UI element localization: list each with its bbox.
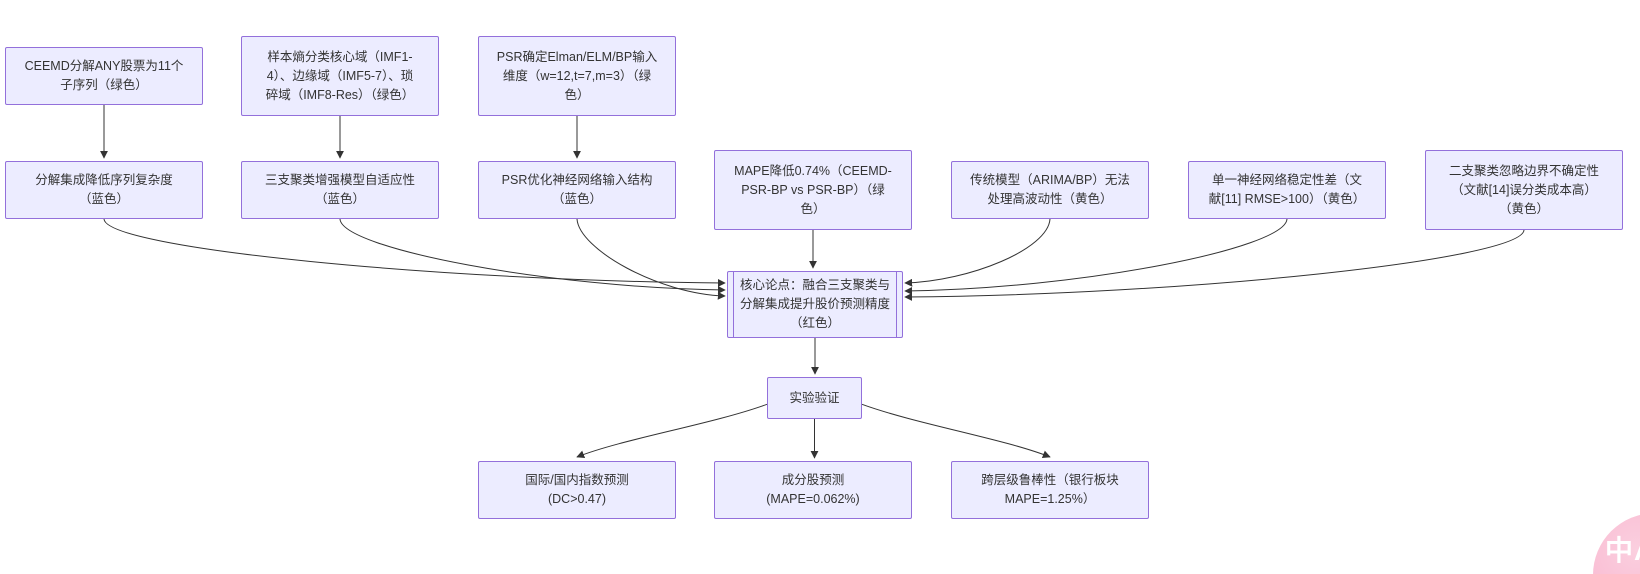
node-label-I: 单一神经网络稳定性差（文 献[11] RMSE>100）（黄色）	[1208, 173, 1366, 206]
node-label-B: 样本熵分类核心域（IMF1- 4）、边缘域（IMF5-7）、琐 碎域（IMF8-…	[265, 49, 415, 102]
edge-E-core	[339, 218, 726, 294]
flowchart-node-exp: 实验验证	[767, 377, 862, 419]
edge-J-core	[904, 229, 1525, 301]
node-label-D: 分解集成降低序列复杂度 （蓝色）	[35, 173, 173, 206]
flowchart-node-L: 成分股预测 (MAPE=0.062%)	[714, 461, 912, 519]
node-label-M: 跨层级鲁棒性（银行板块 MAPE=1.25%）	[981, 473, 1119, 506]
flowchart-node-M: 跨层级鲁棒性（银行板块 MAPE=1.25%）	[951, 461, 1149, 519]
flowchart-node-core: 核心论点：融合三支聚类与 分解集成提升股价预测精度 （红色）	[727, 271, 903, 338]
flowchart-node-H: 传统模型（ARIMA/BP）无法 处理高波动性（黄色）	[951, 161, 1149, 219]
edge-exp-K	[576, 403, 768, 459]
edge-D-core	[103, 218, 726, 287]
edge-exp-M	[861, 403, 1051, 459]
node-label-H: 传统模型（ARIMA/BP）无法 处理高波动性（黄色）	[970, 173, 1130, 206]
node-label-A: CEEMD分解ANY股票为11个 子序列（绿色）	[24, 59, 184, 92]
flowchart-node-D: 分解集成降低序列复杂度 （蓝色）	[5, 161, 203, 219]
node-label-J: 二支聚类忽略边界不确定性 （文献[14]误分类成本高） （黄色）	[1448, 163, 1599, 216]
flowchart-node-G: MAPE降低0.74%（CEEMD- PSR-BP vs PSR-BP）（绿 色…	[714, 150, 912, 230]
translate-button[interactable]: 中A	[1593, 513, 1640, 574]
node-label-E: 三支聚类增强模型自适应性 （蓝色）	[264, 173, 415, 206]
node-label-core: 核心论点：融合三支聚类与 分解集成提升股价预测精度 （红色）	[739, 278, 890, 330]
flowchart-node-E: 三支聚类增强模型自适应性 （蓝色）	[241, 161, 439, 219]
node-label-L: 成分股预测 (MAPE=0.062%)	[766, 473, 860, 506]
flowchart-node-B: 样本熵分类核心域（IMF1- 4）、边缘域（IMF5-7）、琐 碎域（IMF8-…	[241, 36, 439, 116]
node-label-F: PSR优化神经网络输入结构 （蓝色）	[501, 173, 653, 206]
node-label-G: MAPE降低0.74%（CEEMD- PSR-BP vs PSR-BP）（绿 色…	[734, 163, 892, 216]
node-label-K: 国际/国内指数预测 (DC>0.47)	[525, 473, 629, 506]
edge-H-core	[904, 218, 1051, 287]
flowchart-node-K: 国际/国内指数预测 (DC>0.47)	[478, 461, 676, 519]
flowchart-node-A: CEEMD分解ANY股票为11个 子序列（绿色）	[5, 47, 203, 105]
translate-icon: 中A	[1605, 535, 1640, 566]
flowchart-node-F: PSR优化神经网络输入结构 （蓝色）	[478, 161, 676, 219]
node-label-exp: 实验验证	[789, 390, 840, 405]
edge-I-core	[904, 218, 1288, 295]
flowchart-node-I: 单一神经网络稳定性差（文 献[11] RMSE>100）（黄色）	[1188, 161, 1386, 219]
edge-F-core	[576, 218, 726, 300]
flowchart-node-J: 二支聚类忽略边界不确定性 （文献[14]误分类成本高） （黄色）	[1425, 150, 1623, 230]
node-label-C: PSR确定Elman/ELM/BP输入 维度（w=12,t=7,m=3）（绿 色…	[496, 49, 658, 102]
flowchart-node-C: PSR确定Elman/ELM/BP输入 维度（w=12,t=7,m=3）（绿 色…	[478, 36, 676, 116]
